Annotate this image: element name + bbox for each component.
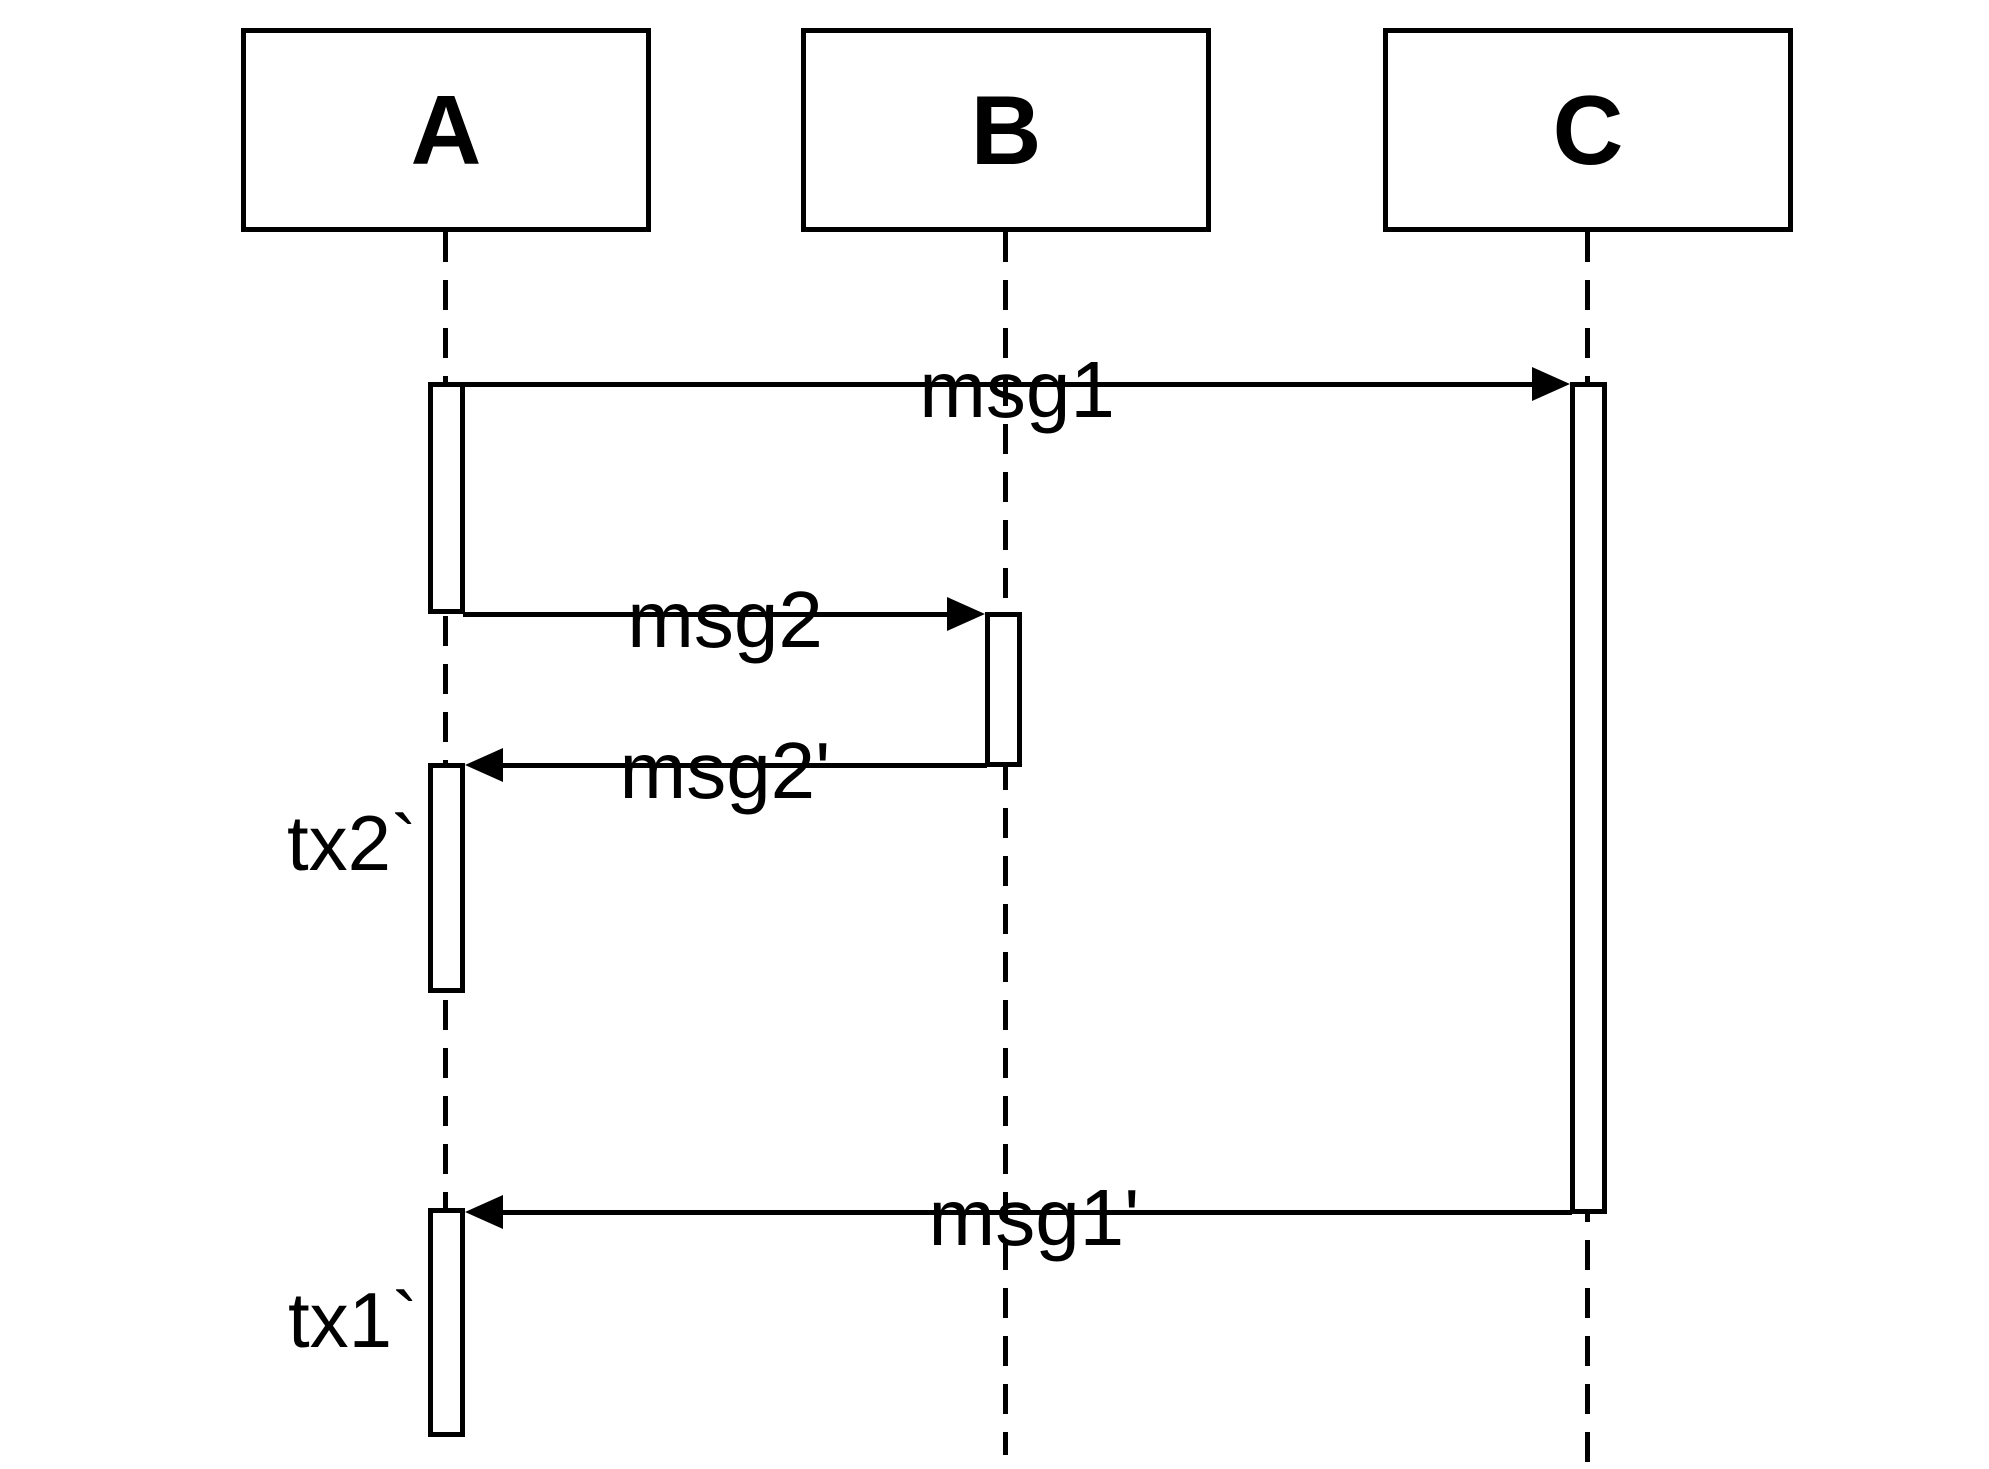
message-label-msg1: msg1 [919, 345, 1115, 434]
message-label-msg2: msg2 [627, 575, 823, 664]
activation-bar-c1 [1570, 382, 1607, 1214]
activation-bar-a1 [428, 382, 465, 614]
lifeline-b [1003, 232, 1008, 1455]
message-line-msg1 [463, 382, 1538, 387]
message-label-msg2-prime: msg2' [619, 726, 831, 815]
activation-bar-a2-tx2 [428, 763, 465, 993]
activation-bar-b1 [985, 612, 1022, 767]
actor-label-a: A [410, 75, 482, 185]
arrowhead-right-icon [947, 597, 985, 631]
message-label-msg1-prime: msg1' [928, 1173, 1140, 1262]
arrowhead-left-icon [465, 748, 503, 782]
activation-label-tx1: tx1` [287, 1276, 418, 1364]
actor-box-a: A [241, 28, 651, 232]
actor-box-b: B [801, 28, 1211, 232]
actor-label-c: C [1552, 75, 1624, 185]
message-line-msg2 [463, 612, 953, 617]
message-line-msg2-prime [501, 763, 987, 768]
actor-label-b: B [970, 75, 1042, 185]
arrowhead-left-icon [465, 1195, 503, 1229]
activation-bar-a3-tx1 [428, 1208, 465, 1437]
activation-label-tx2: tx2` [286, 799, 417, 887]
message-line-msg1-prime [501, 1210, 1572, 1215]
arrowhead-right-icon [1532, 367, 1570, 401]
actor-box-c: C [1383, 28, 1793, 232]
